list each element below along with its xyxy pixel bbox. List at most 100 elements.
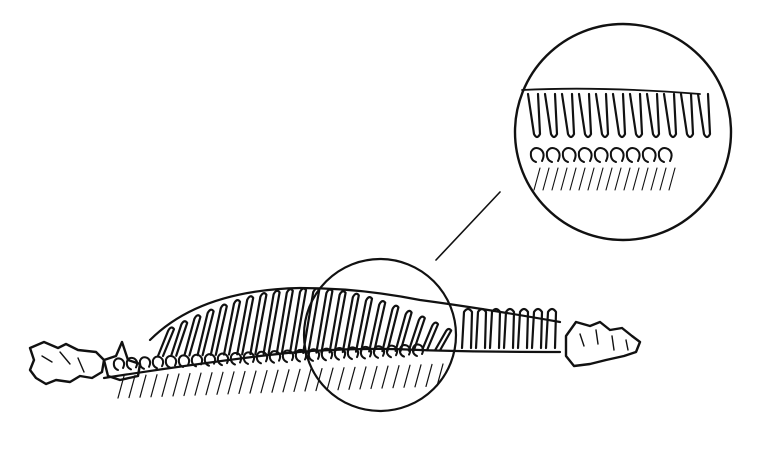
hatch-line (425, 363, 433, 388)
vertebral-knob (346, 346, 360, 361)
hatch-line (117, 375, 125, 399)
inset-spine (679, 92, 695, 139)
inset-hatch-line (587, 167, 595, 191)
hatch-line (183, 372, 191, 397)
neural-spine (407, 315, 426, 352)
hatch-line (216, 371, 224, 395)
inset-hatch-line (668, 167, 676, 191)
inset-spine (611, 92, 627, 139)
vertebral-knob (372, 345, 386, 359)
hatch-line (205, 372, 213, 396)
vertebral-knob (190, 353, 204, 368)
vertebral-knob (125, 356, 139, 371)
neural-spine (222, 299, 242, 356)
vertebral-knob (216, 352, 230, 367)
inset-spine (696, 92, 712, 139)
neural-spine (183, 314, 202, 357)
inset-hatch-line (623, 167, 631, 191)
vertebral-knob (385, 344, 399, 359)
neural-spine (394, 309, 413, 352)
inset-magnified-view (513, 22, 733, 242)
vertebral-knob (203, 353, 217, 367)
inset-neural-spines (526, 92, 712, 139)
vertebral-knob (138, 356, 152, 370)
inset-top-edge (521, 87, 701, 95)
hatch-line (348, 366, 356, 390)
hatch-line (238, 370, 246, 395)
hatch-line (150, 374, 158, 398)
hatch-line (249, 370, 257, 394)
neural-spine (196, 308, 215, 357)
hatch-line (392, 365, 400, 389)
neural-spine (288, 287, 308, 355)
neural-spine (315, 288, 334, 354)
inset-knob (641, 147, 657, 163)
vertebral-knob (320, 347, 334, 362)
posterior-spines (460, 307, 558, 350)
vertebral-knob (307, 348, 321, 362)
posterior-spine (530, 307, 544, 350)
inset-hatch-line (560, 167, 568, 191)
vertebral-knob (242, 351, 256, 365)
vertebral-knob (411, 343, 425, 357)
hatch-line (304, 368, 312, 392)
magnifier-lens (302, 257, 458, 413)
neural-spine (275, 288, 294, 355)
fossil-skeleton (28, 286, 642, 399)
inset-hatch-line (551, 167, 559, 191)
hatch-line (414, 364, 422, 388)
posterior-spine (474, 307, 488, 350)
inset-hatch-line (605, 167, 613, 191)
vertebral-knob (255, 350, 269, 365)
inset-hatch-line (659, 167, 667, 191)
inset-knob (657, 147, 673, 163)
neural-spine (420, 321, 440, 352)
inset-hatch-line (614, 167, 622, 191)
inset-knob (561, 147, 577, 163)
right-end-texture (579, 329, 629, 351)
inset-knob (609, 147, 625, 163)
hatch-line (271, 369, 279, 393)
hatch-line (337, 367, 345, 391)
inset-hatch-line (632, 167, 640, 191)
posterior-spine (460, 307, 474, 350)
posterior-spine (502, 307, 516, 350)
inset-hatch-line (533, 167, 541, 191)
hatch-line (282, 369, 290, 393)
hatch-line (172, 373, 180, 397)
vertebral-knob (229, 351, 243, 366)
neural-spine (328, 290, 347, 354)
hatch-line (359, 366, 367, 390)
inset-spine (662, 92, 678, 139)
leader-line (435, 191, 501, 261)
neural-spine (262, 289, 281, 355)
inset-knob (545, 147, 561, 163)
inset-spine (628, 92, 644, 139)
vertebral-knob (164, 355, 178, 369)
hatch-line (194, 372, 202, 396)
posterior-spine (516, 307, 530, 350)
posterior-spine (544, 307, 558, 350)
vertebral-knob (177, 354, 191, 368)
inset-processes (529, 147, 673, 163)
vertebral-knob (112, 357, 126, 371)
inset-spine (577, 92, 593, 139)
hatch-line (128, 374, 136, 399)
hatch-line (260, 370, 268, 394)
hatch-line (326, 367, 334, 391)
inset-hatch-line (650, 167, 658, 191)
inset-hatch-line (542, 167, 550, 191)
inset-knob (577, 147, 593, 163)
vertebral-knob (151, 355, 165, 370)
inset-hatch-line (569, 167, 577, 191)
neural-spine (156, 326, 176, 358)
hatch-line (227, 371, 235, 395)
inset-hatch-line (578, 167, 586, 191)
hatch-line (436, 363, 444, 387)
inset-hatch-line (596, 167, 604, 191)
vertebral-knob (359, 345, 373, 360)
hatch-line (403, 364, 411, 388)
neural-spine (236, 295, 255, 356)
